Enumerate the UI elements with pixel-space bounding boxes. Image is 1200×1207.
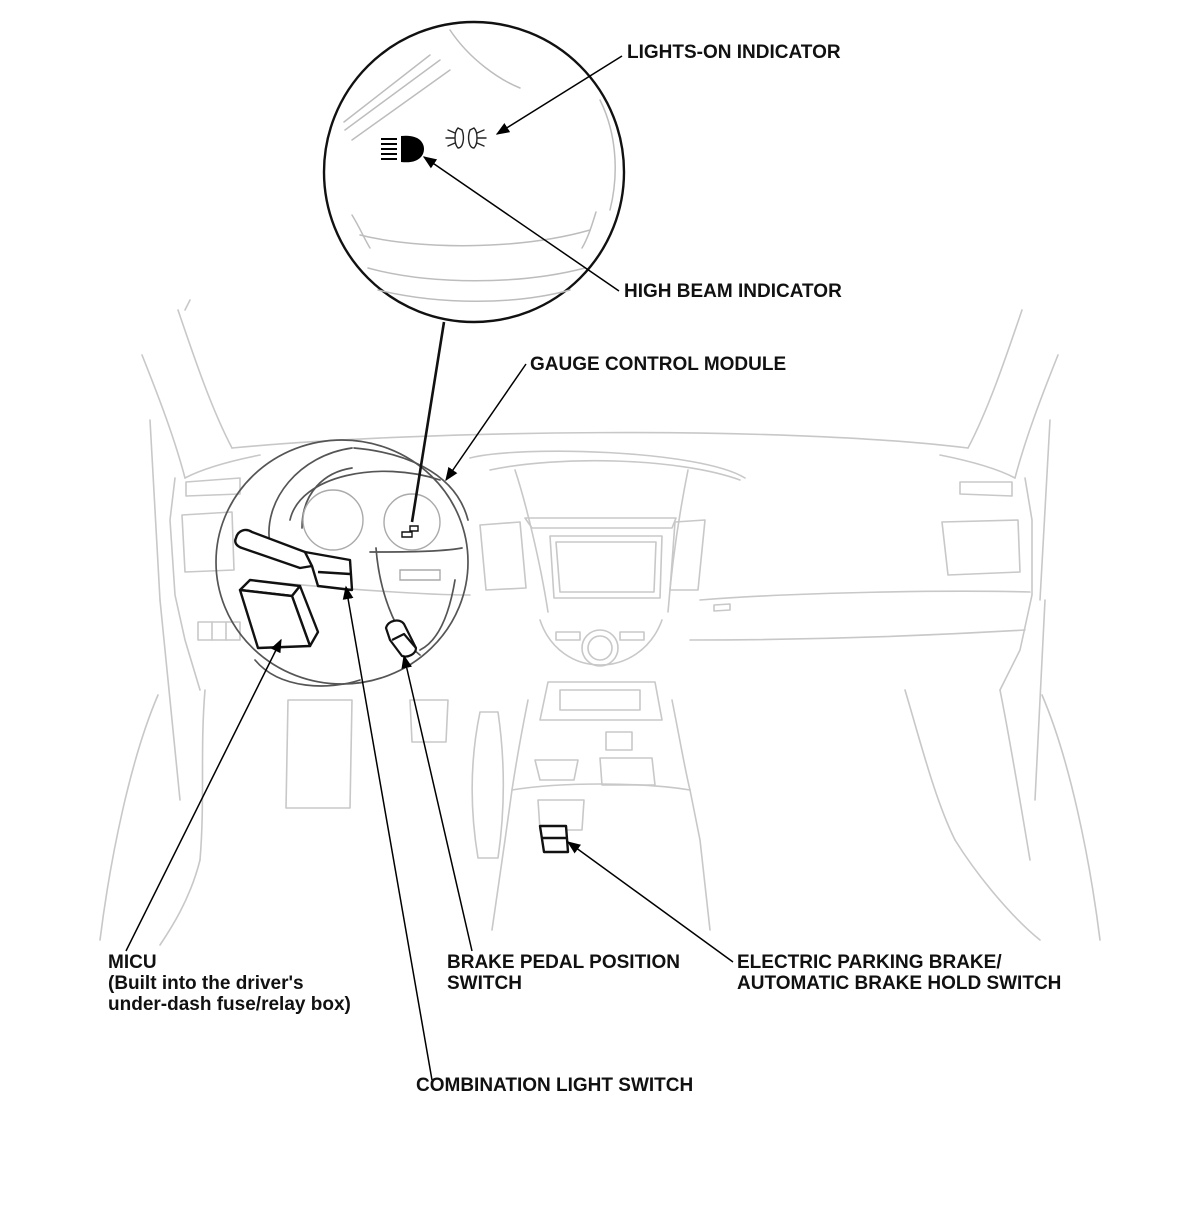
- callout-lights-on: [495, 55, 623, 135]
- callout-brake-switch: [401, 654, 473, 952]
- brake-pedal-position-switch-label: BRAKE PEDAL POSITION SWITCH: [447, 952, 680, 994]
- steering-wheel: [215, 439, 469, 687]
- callout-combination-switch: [342, 585, 433, 1081]
- brake-pedal-label-line-2: SWITCH: [447, 973, 522, 994]
- micu-label-line-1: MICU: [108, 952, 157, 973]
- brake-pedal-label-line-1: BRAKE PEDAL POSITION: [447, 952, 680, 973]
- callout-micu: [125, 638, 282, 952]
- combination-light-switch-label: COMBINATION LIGHT SWITCH: [416, 1075, 694, 1096]
- callout-gauge-module: [445, 363, 527, 482]
- micu-label-line-3: under-dash fuse/relay box): [108, 994, 351, 1015]
- callout-epb-switch: [566, 841, 734, 963]
- lights-on-indicator-label: LIGHTS-ON INDICATOR: [627, 42, 841, 63]
- epb-label-line-1: ELECTRIC PARKING BRAKE/: [737, 952, 1002, 973]
- epb-label-line-2: AUTOMATIC BRAKE HOLD SWITCH: [737, 973, 1062, 994]
- micu-label-line-2: (Built into the driver's: [108, 973, 304, 994]
- high-beam-indicator-icon: [381, 135, 424, 163]
- callout-lines: [125, 55, 734, 1081]
- micu-part: [238, 578, 320, 650]
- epb-switch-part: [538, 824, 570, 854]
- brake-pedal-position-switch-part: [384, 619, 418, 658]
- gauge-cluster: [302, 489, 441, 581]
- epb-switch-label: ELECTRIC PARKING BRAKE/ AUTOMATIC BRAKE …: [737, 952, 1061, 994]
- lights-on-indicator-icon: [445, 127, 487, 149]
- micu-label: MICU (Built into the driver's under-dash…: [108, 952, 351, 1015]
- high-beam-indicator-label: HIGH BEAM INDICATOR: [624, 281, 842, 302]
- magnified-inset: [322, 20, 626, 523]
- gauge-control-module-label: GAUGE CONTROL MODULE: [530, 354, 787, 375]
- callout-high-beam: [422, 156, 620, 292]
- combination-light-switch-part: [234, 528, 354, 592]
